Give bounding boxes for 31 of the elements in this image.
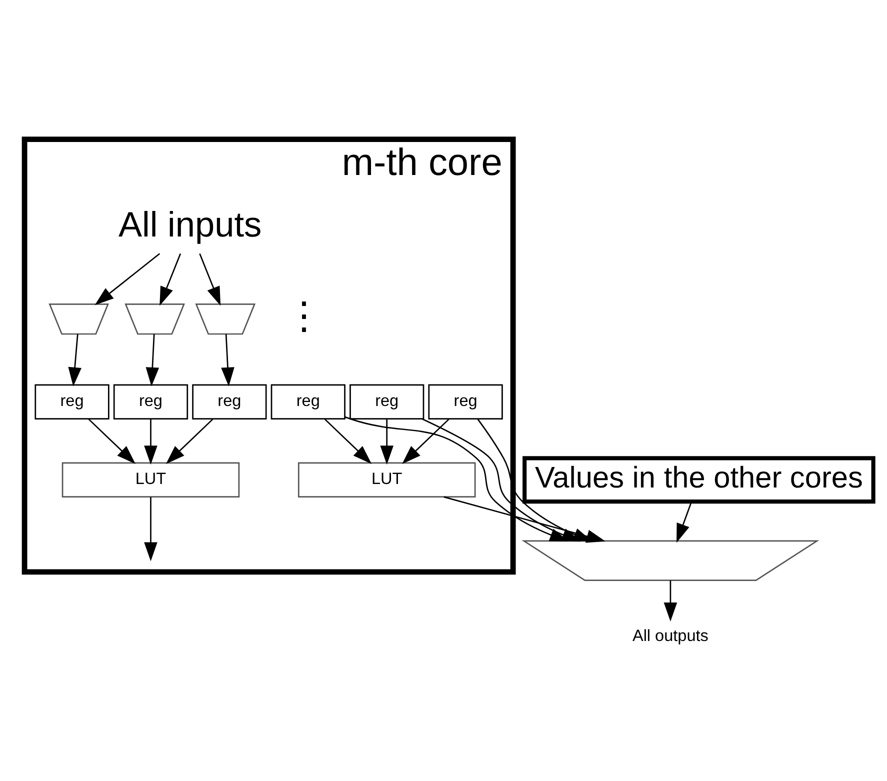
arrow bbox=[144, 496, 158, 561]
node-box: LUT bbox=[298, 462, 476, 498]
arrow bbox=[676, 501, 692, 542]
arrow bbox=[199, 252, 221, 306]
node-box: LUT bbox=[62, 462, 240, 498]
arrow bbox=[160, 252, 182, 306]
node-text: All inputs bbox=[118, 205, 262, 244]
arrow bbox=[664, 580, 678, 622]
arrow bbox=[68, 333, 82, 386]
node-box: reg bbox=[192, 384, 267, 419]
label: ⋮ bbox=[285, 294, 324, 337]
arrow bbox=[380, 418, 394, 464]
node-box: reg bbox=[270, 384, 346, 419]
arrow bbox=[402, 418, 450, 464]
node-text: All outputs bbox=[632, 626, 708, 644]
arrow bbox=[144, 418, 158, 464]
arrow bbox=[166, 418, 214, 464]
arrow bbox=[94, 252, 160, 305]
arrow bbox=[146, 333, 160, 386]
node-box: Values in the other cores bbox=[522, 456, 876, 504]
node-box: reg bbox=[113, 384, 188, 419]
node-box: reg bbox=[428, 384, 503, 419]
node-trapezoid bbox=[124, 302, 185, 334]
arrow bbox=[221, 333, 234, 386]
node-trapezoid bbox=[195, 302, 256, 334]
arrow bbox=[88, 418, 136, 464]
node-box: reg bbox=[350, 384, 424, 419]
node-trapezoid bbox=[48, 302, 109, 334]
arrow bbox=[324, 418, 372, 464]
node-trapezoid bbox=[522, 540, 820, 580]
node-box: reg bbox=[34, 384, 110, 419]
